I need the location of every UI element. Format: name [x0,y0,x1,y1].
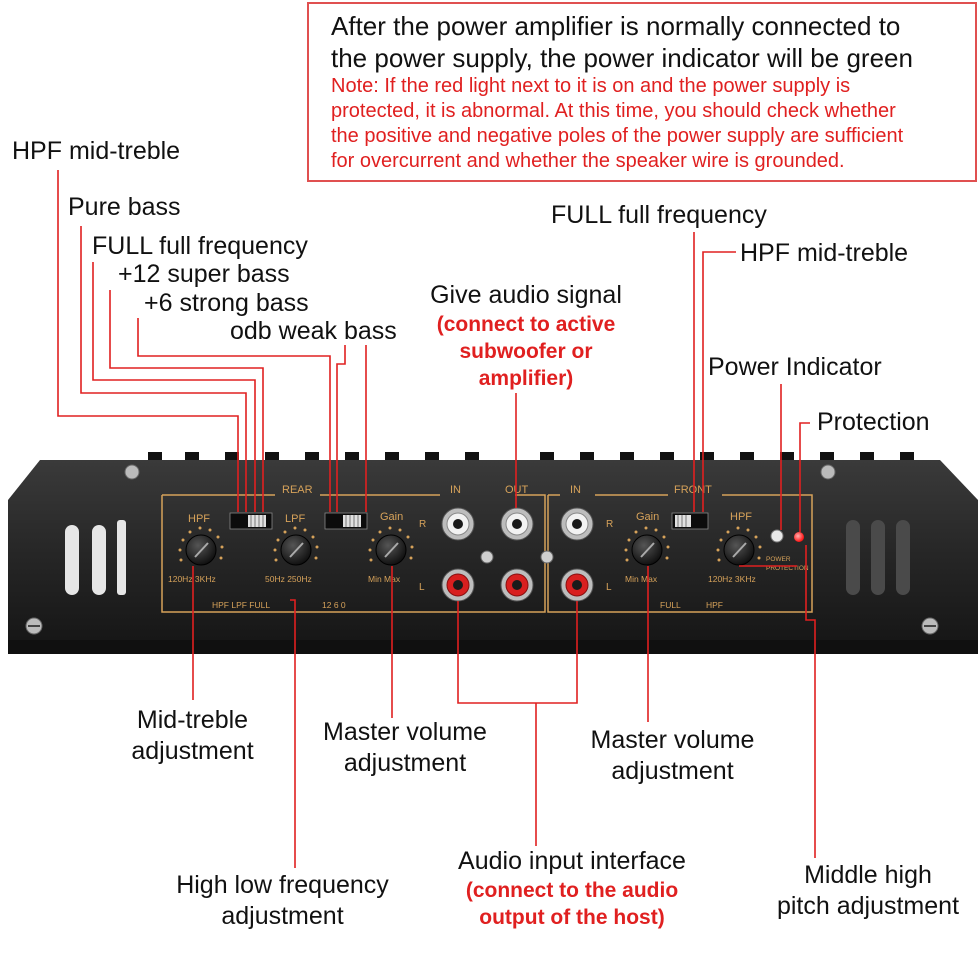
label-give-audio-signal-sub: amplifier) [478,367,574,391]
label-give-audio-signal-title: Give audio signal [430,281,622,309]
note-text-line: protected, it is abnormal. At this time,… [331,100,896,122]
panel-lpf-range: 50Hz 250Hz [265,574,312,584]
rca-jack-in-front-right[interactable] [560,507,594,541]
rca-jack-out-right[interactable] [500,507,534,541]
panel-gain-range-right: Min Max [625,574,658,584]
label-hpf-mid-treble-right: HPF mid-treble [740,239,909,267]
label-mid-treble-adjustment: Mid-treble adjustment [110,705,275,768]
panel-screw-icon [540,550,554,564]
label-give-audio-signal-sub: (connect to active [436,313,616,337]
screw-icon [25,464,939,635]
label-hpf-mid-treble-left: HPF mid-treble [12,137,181,165]
label-full-frequency-left: FULL full frequency [92,232,308,260]
rca-jack-in-rear-right[interactable] [441,507,475,541]
vent-left [65,520,126,595]
note-title-line: After the power amplifier is normally co… [331,11,901,41]
panel-switch-right-hpf: HPF [706,600,723,610]
label-audio-input-sub: output of the host) [479,906,665,930]
switch-crossover-front[interactable] [671,512,709,530]
label-power-indicator: Power Indicator [708,353,882,381]
panel-l-right-label: L [606,582,612,593]
switch-bass-boost[interactable] [324,512,368,530]
protection-led [794,532,804,542]
panel-r-left-label: R [419,519,426,530]
vent-right [846,520,910,595]
panel-l-left-label: L [419,582,425,593]
panel-switch-right-full: FULL [660,600,681,610]
power-note-box: After the power amplifier is normally co… [307,2,977,182]
label-middle-high-pitch: Middle high pitch adjustment [758,860,978,923]
knob-hpf-rear[interactable] [185,534,217,566]
panel-gain-range-left: Min Max [368,574,401,584]
label-line: Middle high [804,861,932,889]
note-text-line: the positive and negative poles of the p… [331,125,904,147]
label-master-volume-front: Master volume adjustment [570,725,775,788]
label-line: Master volume [590,726,755,754]
label-line: pitch adjustment [776,892,960,921]
switch-crossover-rear[interactable] [229,512,273,530]
knob-scale-dots [178,526,762,562]
knob-lpf-rear[interactable] [280,534,312,566]
panel-rear-label: REAR [282,484,313,496]
label-odb-weak-bass: odb weak bass [230,317,397,345]
panel-hpf-range-left: 120Hz 3KHz [168,574,216,584]
panel-gain-right-label: Gain [636,511,659,523]
label-pure-bass: Pure bass [68,193,181,221]
panel-protection-label: PROTECTION [766,565,809,572]
panel-lpf-label: LPF [285,513,305,525]
knob-gain-rear[interactable] [375,534,407,566]
chassis-bottom-edge [8,640,978,654]
label-plus6-strong-bass: +6 strong bass [144,289,309,317]
label-high-low-frequency: High low frequency adjustment [150,870,415,933]
panel-r-right-label: R [606,519,613,530]
panel-front-label: FRONT [674,484,712,496]
panel-in-left-label: IN [450,484,461,496]
control-panel [161,494,813,613]
label-audio-input-sub: (connect to the audio [465,879,679,903]
knob-hpf-front[interactable] [723,534,755,566]
label-audio-input-interface: Audio input interface (connect to the au… [432,846,712,931]
note-title-line: the power supply, the power indicator wi… [331,43,913,73]
label-line: adjustment [343,749,467,778]
knob-gain-front[interactable] [631,534,663,566]
panel-hpf-right-label: HPF [730,511,752,523]
label-audio-input-title: Audio input interface [458,847,686,875]
rca-jack-in-front-left[interactable] [560,568,594,602]
panel-power-label: POWER [766,556,791,563]
label-give-audio-signal-sub: subwoofer or [459,340,593,364]
panel-hpf-left-label: HPF [188,513,210,525]
leader-lines [57,170,816,868]
label-line: High low frequency [176,871,389,899]
panel-screw-icon [480,550,494,564]
panel-switch-bass-labels: 12 6 0 [322,600,346,610]
label-line: Master volume [323,718,487,746]
power-indicator-led [770,529,784,543]
label-line: adjustment [131,737,254,766]
label-full-frequency-right: FULL full frequency [551,201,767,229]
panel-in-right-label: IN [570,484,581,496]
label-give-audio-signal: Give audio signal (connect to active sub… [400,280,652,392]
panel-gain-left-label: Gain [380,511,403,523]
note-text-line: for overcurrent and whether the speaker … [331,150,845,172]
panel-switch-left-labels: HPF LPF FULL [212,600,270,610]
note-text-line: Note: If the red light next to it is on … [331,75,851,97]
label-line: adjustment [611,757,734,786]
rca-jack-in-rear-left[interactable] [441,568,475,602]
label-plus12-super-bass: +12 super bass [118,260,290,288]
label-line: Mid-treble [136,706,249,734]
label-protection: Protection [817,408,930,436]
rca-jack-out-left[interactable] [500,568,534,602]
panel-hpf-range-right: 120Hz 3KHz [708,574,756,584]
label-master-volume-rear: Master volume adjustment [305,717,505,780]
label-line: adjustment [221,902,344,931]
